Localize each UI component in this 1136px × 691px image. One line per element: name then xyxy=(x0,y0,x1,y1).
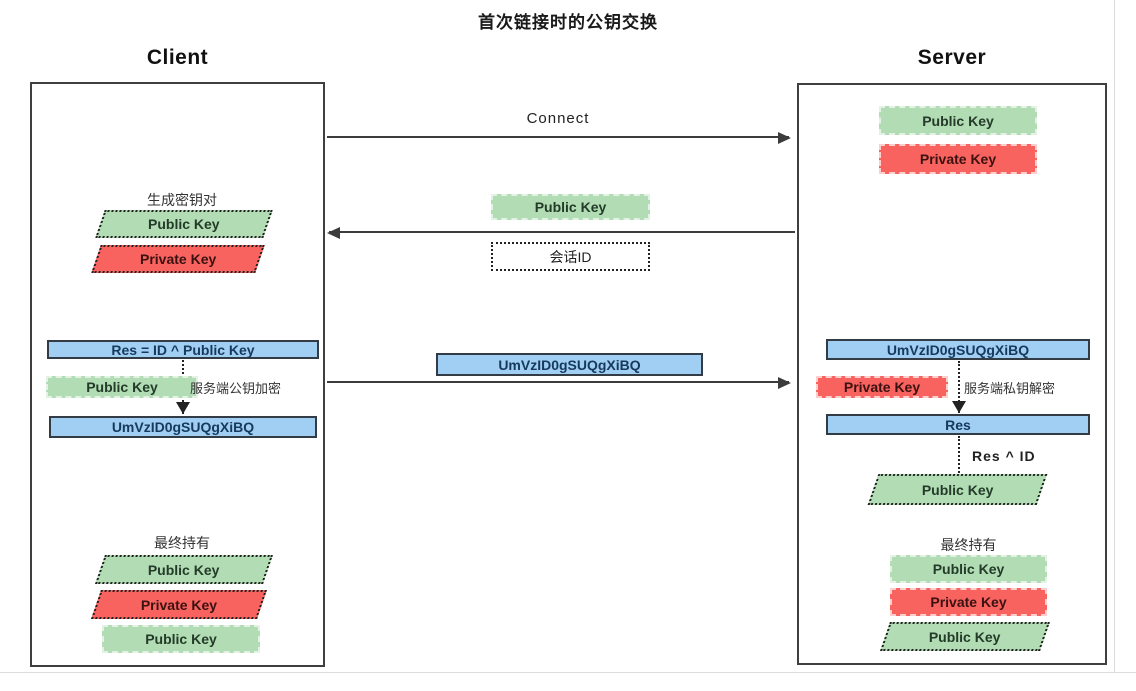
server-final-private-key-rect: Private Key xyxy=(890,588,1047,616)
client-final-private-key-parallelogram: Private Key xyxy=(91,590,267,619)
res-formula-label: Res = ID ^ Public Key xyxy=(111,341,255,358)
decrypt-note: 服务端私钥解密 xyxy=(964,381,1056,396)
public-key-message: Public Key xyxy=(491,194,650,220)
xor-note: Res ^ ID xyxy=(972,448,1036,464)
key-label: Private Key xyxy=(140,596,218,613)
client-encrypted-result-box: UmVzID0gSUQgXiBQ xyxy=(49,416,317,438)
key-label: Public Key xyxy=(148,216,220,232)
public-key-message-label: Public Key xyxy=(534,199,607,215)
client-public-key-parallelogram: Public Key xyxy=(95,210,273,238)
server-client-public-key-parallelogram: Public Key xyxy=(867,474,1048,505)
page-edge-horizontal-line xyxy=(0,672,1136,673)
server-final-public-key-rect: Public Key xyxy=(890,555,1047,583)
key-label: Private Key xyxy=(919,151,997,167)
server-res-box: Res xyxy=(826,414,1090,435)
generate-keypair-label: 生成密钥对 xyxy=(147,192,217,208)
diagram-title: 首次链接时的公钥交换 xyxy=(478,13,658,32)
server-private-key-chip: Private Key xyxy=(816,376,948,398)
res-formula-box: Res = ID ^ Public Key xyxy=(47,340,319,359)
key-label: Public Key xyxy=(145,631,217,647)
server-final-label: 最终持有 xyxy=(940,537,997,553)
received-cipher-label: UmVzID0gSUQgXiBQ xyxy=(886,341,1030,358)
encrypted-res-message: UmVzID0gSUQgXiBQ xyxy=(436,353,703,376)
encrypted-result-label: UmVzID0gSUQgXiBQ xyxy=(111,419,255,435)
client-box: 生成密钥对 Public Key Private Key Res = ID ^ … xyxy=(30,82,325,667)
client-private-key-parallelogram: Private Key xyxy=(91,245,265,273)
server-public-key-chip: Public Key xyxy=(46,376,198,398)
session-id-label: 会话ID xyxy=(549,248,592,265)
encrypt-note: 服务端公钥加密 xyxy=(190,381,282,396)
decrypt-flow-arrow xyxy=(952,361,966,413)
connect-label: Connect xyxy=(526,110,590,127)
server-final-client-public-key-parallelogram: Public Key xyxy=(880,622,1050,651)
res-label: Res xyxy=(945,416,971,433)
server-title: Server xyxy=(917,46,987,69)
session-id-message: 会话ID xyxy=(491,242,650,271)
key-label: Public Key xyxy=(921,481,994,498)
key-label: Public Key xyxy=(86,379,158,395)
public-key-return-arrow xyxy=(327,227,795,239)
key-label: Private Key xyxy=(139,251,217,267)
server-box: Public Key Private Key UmVzID0gSUQgXiBQ … xyxy=(797,83,1107,665)
encrypted-res-label: UmVzID0gSUQgXiBQ xyxy=(498,356,641,373)
key-label: Private Key xyxy=(930,594,1007,610)
server-public-key-rect: Public Key xyxy=(879,106,1037,135)
client-final-public-key-parallelogram: Public Key xyxy=(95,555,273,584)
server-received-cipher-box: UmVzID0gSUQgXiBQ xyxy=(826,339,1090,360)
key-label: Public Key xyxy=(929,628,1001,645)
client-final-label: 最终持有 xyxy=(154,535,210,551)
client-final-server-public-key-rect: Public Key xyxy=(102,625,260,653)
page-edge-vertical-line xyxy=(1114,0,1115,673)
encrypted-res-arrow xyxy=(327,377,791,389)
client-title: Client xyxy=(146,46,209,69)
connect-arrow xyxy=(327,132,791,144)
key-label: Public Key xyxy=(932,561,1005,577)
key-label: Private Key xyxy=(843,379,921,395)
key-label: Public Key xyxy=(922,112,994,129)
key-label: Public Key xyxy=(148,561,220,578)
server-private-key-rect: Private Key xyxy=(879,144,1037,174)
